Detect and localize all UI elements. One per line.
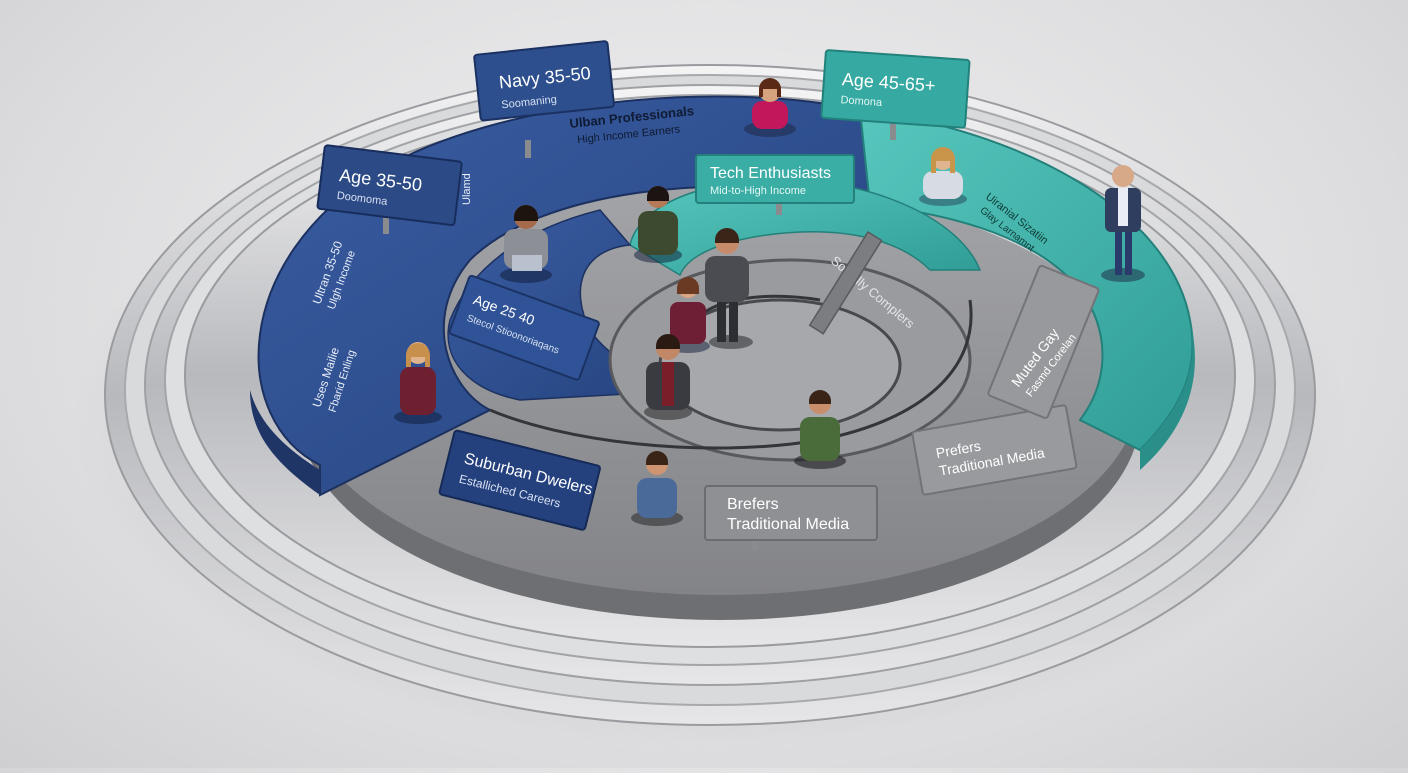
sign-age-35-50: Age 35-50 Doomoma <box>316 144 463 226</box>
teal-ring-edge <box>1140 320 1195 470</box>
tech-title: Tech Enthusiasts <box>710 165 831 182</box>
sign-age-45-65: Age 45-65+ Domona <box>820 49 971 129</box>
people <box>394 78 1145 526</box>
person-icon <box>1101 165 1145 282</box>
person-icon <box>919 147 967 206</box>
person-icon <box>794 390 846 469</box>
navy-vertical-text: Ulamd <box>461 173 473 205</box>
sign-muted-gray: Muted Gay Fasmd Corelan <box>987 264 1100 419</box>
navy-ring-edge <box>250 390 320 495</box>
display-panel <box>808 230 883 335</box>
brefers-title: Brefers <box>727 496 779 513</box>
person-icon <box>394 342 442 424</box>
navy-35-50-sub: Soomaning <box>501 94 558 112</box>
person-icon <box>631 451 683 526</box>
tech-sub: Mid-to-High Income <box>710 185 806 197</box>
person-icon <box>705 228 753 349</box>
sign-age-25-40: Age 25 40 Stecol Stioonoriaqans <box>448 274 600 381</box>
person-icon <box>644 334 692 420</box>
person-icon <box>634 186 682 263</box>
ring-text-navy-vertical: Ulamd <box>461 173 473 205</box>
brefers-sub: Traditional Media <box>727 516 849 533</box>
person-icon <box>500 205 552 283</box>
sign-prefers: Prefers Traditional Media <box>911 404 1078 496</box>
sign-brefers: Brefers Traditional Media <box>704 485 878 541</box>
person-icon <box>744 78 796 137</box>
prefers-title: Prefers <box>935 437 982 461</box>
sign-navy-35-50: Navy 35-50 Soomaning <box>473 40 615 122</box>
age-45-65-sub: Domona <box>840 94 883 109</box>
sign-tech: Tech Enthusiasts Mid-to-High Income <box>695 154 855 204</box>
sign-suburban: Suburban Dwelers Estalliched Careers <box>438 429 601 531</box>
